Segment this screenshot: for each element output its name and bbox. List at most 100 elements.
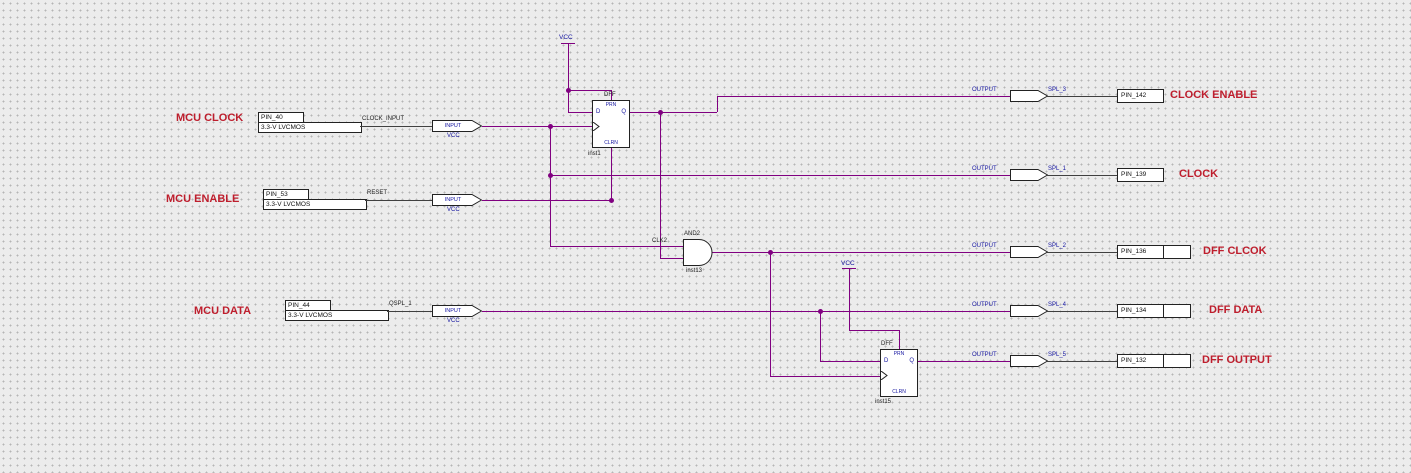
wire-and-in1 [550, 246, 683, 247]
input-pin-box-3[interactable]: PIN_44 3.3-V LVCMOS [285, 300, 389, 321]
output-port-symbol-4[interactable] [1010, 305, 1048, 317]
dff-inst1[interactable]: PRN D Q CLRN [592, 100, 630, 148]
and2-gate[interactable] [683, 239, 714, 266]
input-pin-box-1[interactable]: PIN_40 3.3-V LVCMOS [258, 112, 362, 133]
pin-connector-line [360, 126, 432, 127]
pin-connector-line [1046, 175, 1117, 176]
output-pin-box-4[interactable]: PIN_134 [1117, 304, 1191, 318]
clrn-label: CLRN [892, 389, 906, 395]
pin-connector-line [1046, 361, 1117, 362]
d-label: D [596, 109, 601, 115]
comment-label-dff-clcok: DFF CLCOK [1203, 245, 1267, 257]
input-port-symbol-3[interactable]: INPUT [432, 305, 482, 317]
input-pin-box-2[interactable]: PIN_53 3.3-V LVCMOS [263, 189, 367, 210]
clock-triangle-icon [593, 122, 600, 131]
default-level-label: VCC [447, 207, 460, 213]
port-type-label: OUTPUT [972, 166, 997, 172]
wire-data-vert [820, 311, 821, 361]
output-pin-box-3[interactable]: PIN_136 [1117, 245, 1191, 259]
output-port-shape [1010, 90, 1048, 102]
comment-label-mcu-data: MCU DATA [194, 305, 252, 317]
output-port-shape [1010, 169, 1048, 181]
wire-q1-vert [660, 112, 661, 258]
io-standard: 3.3-V LVCMOS [285, 310, 389, 321]
output-port-symbol-1[interactable] [1010, 90, 1048, 102]
input-port-shape [432, 120, 482, 132]
wire-clock-in [482, 126, 592, 127]
wire-reset [482, 200, 611, 201]
default-level-label: VCC [447, 133, 460, 139]
and-type-label: AND2 [684, 231, 701, 237]
junction-dot [818, 309, 823, 314]
input-port-symbol-2[interactable]: INPUT [432, 194, 482, 206]
output-port-symbol-3[interactable] [1010, 246, 1048, 258]
prn-label: PRN [893, 351, 905, 357]
pin-box-extension [1164, 354, 1191, 368]
output-port-symbol-2[interactable] [1010, 169, 1048, 181]
comment-label-mcu-clock: MCU CLOCK [176, 112, 244, 124]
junction-dot [658, 110, 663, 115]
net-label-reset: RESET [367, 190, 388, 196]
pin-box-extension [1164, 245, 1191, 259]
input-port-shape [432, 194, 482, 206]
pin-connector-line [1046, 252, 1117, 253]
pin-number: PIN_139 [1117, 168, 1164, 182]
net-label-clock-input: CLOCK_INPUT [362, 116, 405, 122]
wire-vcc2-prn-drop [899, 330, 900, 349]
vcc-symbol-1[interactable]: VCC [559, 34, 573, 41]
net-label-spl2: SPL_2 [1048, 243, 1067, 249]
io-standard: 3.3-V LVCMOS [258, 122, 362, 133]
net-label-spl3: SPL_3 [1048, 87, 1067, 93]
clock-triangle-icon [881, 371, 888, 380]
junction-dot [566, 88, 571, 93]
output-pin-box-2[interactable]: PIN_139 [1117, 168, 1164, 182]
output-port-symbol-5[interactable] [1010, 355, 1048, 367]
port-type-label: INPUT [444, 197, 462, 203]
wire-vcc2-prn [849, 330, 899, 331]
input-port-symbol-1[interactable]: INPUT [432, 120, 482, 132]
port-type-label: OUTPUT [972, 87, 997, 93]
wire-clock-out [550, 175, 1010, 176]
q-label: Q [909, 358, 914, 364]
wire-q1-out [630, 112, 717, 113]
wire-dff2-clk [770, 376, 880, 377]
pin-connector-line [365, 200, 432, 201]
net-label-spl5: SPL_5 [1048, 352, 1067, 358]
wire-clock-vert [550, 126, 551, 246]
dff1-instance-label: inst1 [588, 151, 601, 157]
junction-dot [768, 250, 773, 255]
comment-label-dff-data: DFF DATA [1209, 304, 1263, 316]
prn-label: PRN [605, 102, 617, 108]
net-label-spl4: SPL_4 [1048, 302, 1067, 308]
wire-and-out [712, 252, 1010, 253]
wire-clock-enable-out [717, 96, 1010, 97]
pin-number: PIN_136 [1117, 245, 1164, 259]
pin-number: PIN_142 [1117, 89, 1164, 103]
pin-connector-line [387, 311, 432, 312]
wire-vcc1-prn-drop [611, 90, 612, 100]
wire-q2-out [918, 361, 1010, 362]
pin-box-extension [1164, 304, 1191, 318]
output-pin-box-5[interactable]: PIN_132 [1117, 354, 1191, 368]
pin-connector-line [1046, 311, 1117, 312]
pin-connector-line [1046, 96, 1117, 97]
net-label-spl1: SPL_1 [1048, 166, 1067, 172]
output-pin-box-1[interactable]: PIN_142 [1117, 89, 1164, 103]
vcc-bar [842, 268, 856, 269]
d-label: D [884, 358, 889, 364]
vcc-symbol-2[interactable]: VCC [841, 260, 855, 267]
wire-data [482, 311, 1010, 312]
dff2-instance-label: inst15 [875, 399, 892, 405]
comment-label-mcu-enable: MCU ENABLE [166, 193, 240, 205]
q-label: Q [621, 109, 626, 115]
output-port-shape [1010, 246, 1048, 258]
wire-q1-up [717, 96, 718, 112]
junction-dot [548, 124, 553, 129]
io-standard: 3.3-V LVCMOS [263, 199, 367, 210]
dff-inst15[interactable]: PRN D Q CLRN [880, 349, 918, 397]
wire-gated-clk-vert [770, 252, 771, 376]
wire-vcc1-vert [568, 44, 569, 112]
wire-vcc1-prn [568, 90, 611, 91]
vcc-bar [561, 43, 575, 44]
